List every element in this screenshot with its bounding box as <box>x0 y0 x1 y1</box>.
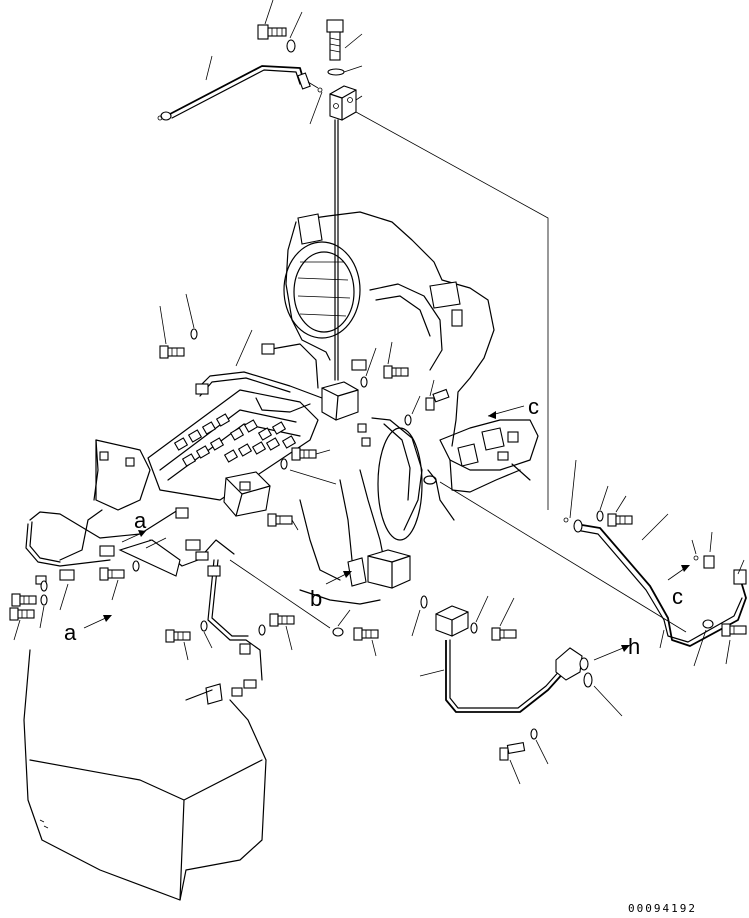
bolt <box>11 593 37 607</box>
bolt <box>99 567 125 601</box>
bolt <box>165 629 191 661</box>
callout-c-upper: c <box>528 394 539 419</box>
bolt <box>607 495 633 527</box>
washer <box>258 624 266 636</box>
washer <box>185 293 198 340</box>
top-left-pipe <box>157 55 319 121</box>
callout-h: h <box>628 634 640 659</box>
washer <box>200 620 208 632</box>
callout-arrows <box>83 405 690 661</box>
washer <box>404 414 412 426</box>
right-pipe-c <box>439 481 747 647</box>
valve-assembly <box>147 343 371 517</box>
bolt <box>721 623 747 665</box>
washer <box>420 595 428 609</box>
bolt <box>9 607 35 621</box>
top-bolt-assembly <box>309 19 363 381</box>
bolt <box>383 341 409 379</box>
callout-a-lower: a <box>64 620 77 645</box>
left-harness <box>25 507 263 705</box>
drawing-code: 00094192 <box>628 902 697 915</box>
callout-b: b <box>310 586 322 611</box>
right-valve-c <box>423 419 539 521</box>
right-pipe-h <box>435 605 589 713</box>
bolt <box>499 742 526 785</box>
bolt <box>269 613 295 651</box>
lower-left-casing <box>23 649 267 901</box>
left-plate <box>59 439 151 561</box>
callout-c-lower: c <box>672 584 683 609</box>
washer <box>332 627 344 637</box>
o-ring <box>583 672 593 688</box>
washer <box>596 510 604 522</box>
top-left-bolt <box>257 0 303 53</box>
bolt <box>267 513 299 531</box>
washer <box>360 376 368 388</box>
pipe-route-line <box>355 111 549 510</box>
washer <box>280 458 288 470</box>
bolt <box>491 597 517 641</box>
washer <box>132 560 140 572</box>
bolt <box>159 305 185 359</box>
callout-a-upper: a <box>134 508 147 533</box>
bolts <box>9 293 747 785</box>
bolt <box>425 379 450 411</box>
washer <box>40 580 48 592</box>
washer <box>702 619 714 629</box>
transmission-housing <box>283 211 495 605</box>
washer <box>530 728 538 740</box>
bolt <box>353 627 379 657</box>
fitting <box>703 555 715 569</box>
washer <box>40 594 48 606</box>
bolt <box>291 447 317 461</box>
washer <box>470 622 478 634</box>
